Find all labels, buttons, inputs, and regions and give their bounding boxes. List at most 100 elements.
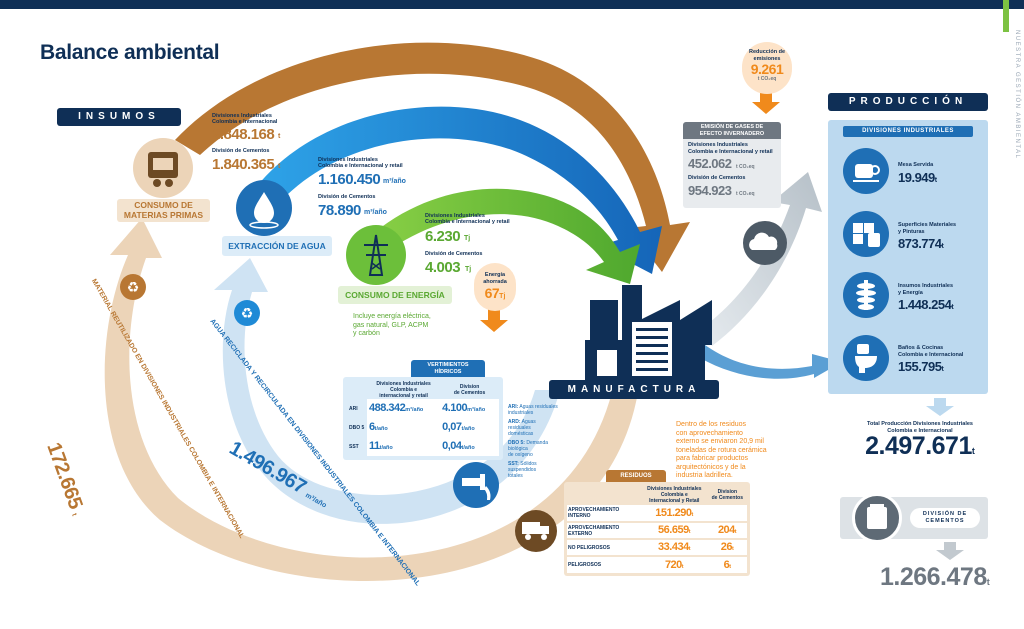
table-row: PELIGROSOS 720t 6t [567,556,747,573]
vertimientos-panel: VERTIMIENTOS HÍDRICOS Divisiones Industr… [343,360,503,460]
produccion-panel: DIVISIONES INDUSTRIALES Mesa Servida 19.… [828,120,988,394]
agua-value2: 78.890 [318,202,361,219]
residuos-note-line: para fabricar productos [676,455,748,462]
prod-item-unit: t [951,304,954,311]
recycle-arc-water [214,258,560,524]
materias-value1: 2.848.168 [212,126,275,143]
residuos-note-line: externo se enviaron 20,9 mil [676,438,764,445]
insumos-header: INSUMOS [57,108,181,126]
energia-note: Incluye energía eléctrica, gas natural, … [353,313,431,339]
legend-text: industriales [508,410,534,416]
legend-text: Aguas residuales [519,404,558,410]
power-tower-icon [364,234,388,276]
produccion-total-l1: Total Producción Divisiones Industriales [867,421,973,427]
recycle-icon-water [234,300,260,326]
prod-item-value: 155.795 [898,359,942,374]
res-col1b: Colombia e [660,492,688,498]
res-row-bu: t [729,563,732,570]
cementos-label: DIVISIÓN DE CEMENTOS [910,508,980,528]
produccion-total: Total Producción Divisiones Industriales… [840,421,1000,459]
emision-header: EMISIÓN DE GASES DE EFECTO INVERNADERO [683,122,781,139]
energia-line1: Divisiones Industriales [425,213,485,219]
prod-item-value: 19.949 [898,169,935,185]
res-row-key: APROVECHAMIENTO INTERNO [568,507,620,519]
materias-unit2: t [278,163,281,170]
legend-text: de oxígeno [508,452,533,458]
res-col2b: de Cementos [711,495,743,501]
res-row-au: t [688,546,691,552]
energia-value1: 6.230 [425,228,461,245]
legend-key: ARI: [508,404,519,410]
svg-text:♻: ♻ [127,280,140,296]
table-row: ARI 488.342m³/año 4.100m³/año [347,399,499,418]
top-bar [0,0,1024,9]
flow-arc-emision [700,172,822,346]
residuos-note-line: toneladas de rotura cerámica [676,446,767,454]
reduccion-l2: emisiones [753,55,781,62]
table-row: NO PELIGROSOS 33.434t 26t [567,539,747,556]
prod-item-unit: t [941,366,944,373]
vert-row-key: DBO 5 [349,424,365,431]
flow-arc-agua [258,106,662,274]
energia-note-2: gas natural, GLP, ACPM [353,321,429,329]
vert-row-au: m³/año [405,407,424,413]
energia-ahorrada-badge: Energía ahorrada 67Tj [474,263,516,311]
agua-value1: 1.160.450 [318,171,381,188]
residuos-header: RESIDUOS [606,470,666,482]
legend-key: SST: [508,461,519,467]
energia-node [346,225,406,285]
flow-arc-materias [175,42,690,273]
materias-line1: Divisiones Industriales [212,113,272,119]
cementos-down-arrow [936,542,964,560]
factory-icon [585,285,712,382]
agua-line1: Divisiones Industriales [318,157,378,163]
manufactura-label: MANUFACTURA [549,380,719,399]
materias-line2: Colombia e Internacional [212,119,278,125]
cement-bag-icon [852,493,902,543]
emision-l3: División de Cementos [688,175,746,181]
prod-item-label: Baños & Cocinas [898,345,944,351]
emision-box: EMISIÓN DE GASES DE EFECTO INVERNADERO D… [683,122,781,208]
cementos-label-2: CEMENTOS [925,518,965,524]
prod-item-label: Mesa Servida [898,162,934,168]
legend-text: Demanda biológica [508,440,549,452]
cementos-value-block: 1.266.478t [880,565,990,590]
materias-primas-node [133,138,193,198]
emision-u1: t CO₂eq [735,164,755,170]
produccion-down-arrow [926,398,954,416]
energia-ahorrada-l2: ahorrada [483,278,507,285]
res-row-a: 56.659 [658,524,689,536]
table-row: APROVECHAMIENTO EXTERNO 56.659t 204t [567,522,747,539]
agua-unit1: m³/año [383,178,406,185]
coffee-cup-icon [843,148,889,194]
svg-text:♻: ♻ [241,306,254,322]
reduccion-arrow [752,92,780,114]
vert-row-bu: t/año [461,445,475,451]
legend-text: Sólidos suspendidos [508,461,537,473]
legend-text: domésticas [508,431,534,437]
res-row-key: APROVECHAMIENTO EXTERNO [568,524,620,537]
table-row: APROVECHAMIENTO INTERNO 151.290t [567,505,747,522]
emision-v2: 954.923 [688,182,732,198]
vert-row-a: 488.342 [369,402,406,414]
vertimientos-header-1: VERTIMIENTOS [427,362,469,368]
agua-unit2: m³/año [364,209,387,216]
vert-row-bu: m³/año [467,407,486,413]
prod-item-label2: y Energía [898,289,923,296]
agua-node [236,180,292,236]
prod-item-value: 873.774 [898,236,942,251]
res-row-a: 720 [664,558,682,571]
materias-unit1: t [278,133,281,140]
res-row-b: 26 [720,541,733,553]
cementos-label-1: DIVISIÓN DE [922,511,968,517]
paint-tiles-icon [843,211,889,257]
prod-item-unit: t [941,243,944,250]
emision-v1: 452.062 [688,156,732,171]
res-row-a: 33.434 [658,541,689,553]
emision-header-2: EFECTO INVERNADERO [699,130,765,137]
residuos-note-line: industria ladrillera. [676,472,733,479]
water-drop-icon [249,192,279,229]
legend-text: totales [508,473,523,479]
